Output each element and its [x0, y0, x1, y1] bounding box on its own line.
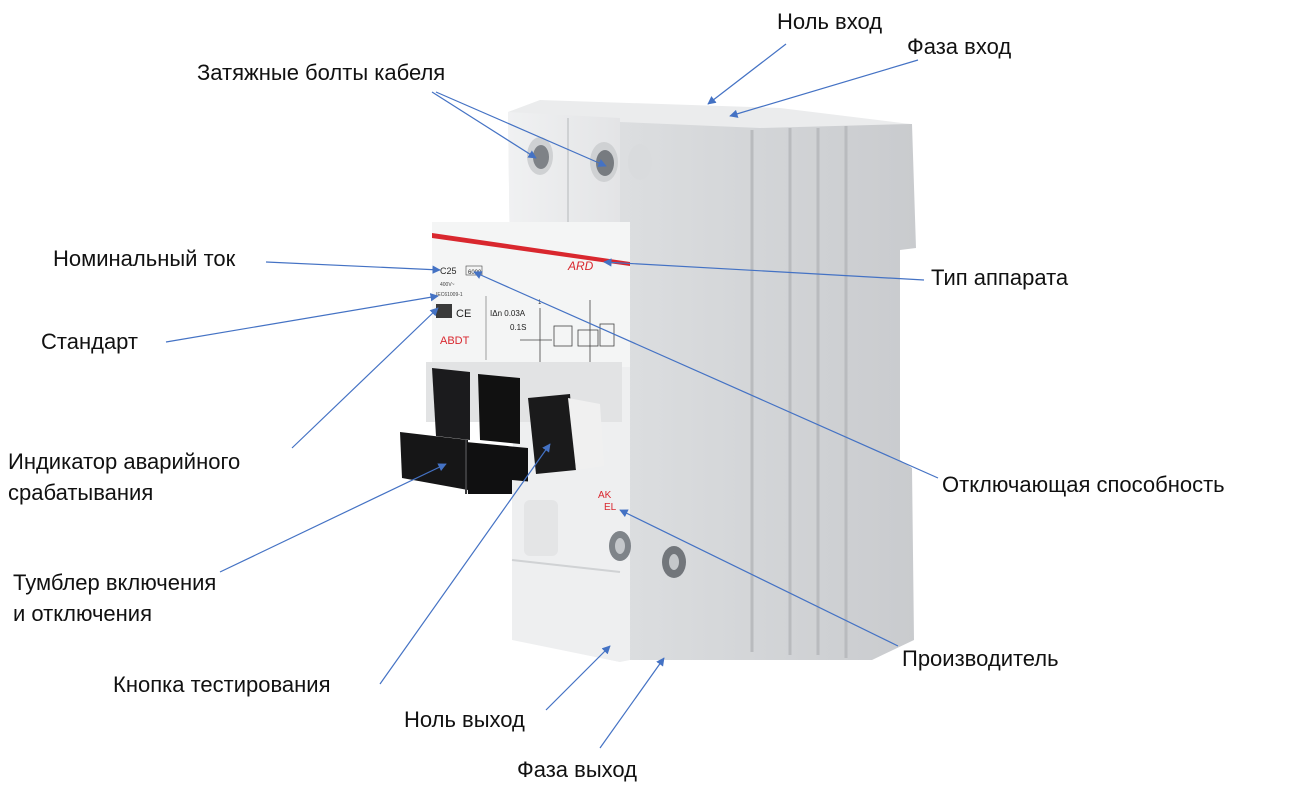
device-rating-text: C25: [440, 266, 457, 276]
label-nominal: Номинальный ток: [53, 246, 236, 271]
leader-nol-vhod: [707, 43, 787, 105]
leader-standart: [165, 293, 439, 343]
toggle-handle: [400, 368, 528, 494]
leader-proizvoditel: [619, 509, 899, 647]
leader-faza-vyhod: [599, 657, 665, 749]
maker-mark-line2: EL: [604, 502, 617, 513]
label-tumbler-line1: Тумблер включения: [13, 570, 217, 595]
rcbo-device: C25 6000 400V~ IEC61009-1 CE ABDT ARD IΔ…: [400, 100, 916, 662]
wiring-schematic: [520, 300, 615, 370]
leader-tip: [603, 258, 925, 281]
leader-knopka: [379, 443, 551, 685]
lower-bolt-left: [609, 531, 631, 561]
device-side-housing: [620, 120, 916, 660]
label-indikator: Индикатор аварийного срабатывания: [8, 446, 240, 508]
label-proizvoditel: Производитель: [902, 646, 1059, 671]
label-indikator-line2: срабатывания: [8, 480, 154, 505]
device-brand-text: ARD: [567, 259, 594, 273]
device-voltage-text: 400V~: [440, 282, 455, 288]
fault-indicator-window: [436, 304, 452, 318]
label-faza-vyhod: Фаза выход: [517, 757, 637, 782]
label-tip: Тип аппарата: [931, 265, 1069, 290]
leader-tumbler: [219, 463, 447, 573]
label-tumbler: Тумблер включения и отключения: [13, 567, 216, 629]
residual-current-text: IΔn 0.03A: [490, 309, 526, 318]
leader-indikator: [291, 307, 439, 449]
label-tumbler-line2: и отключения: [13, 601, 153, 626]
lower-bolt-right: [662, 546, 686, 578]
leader-nominal: [265, 261, 441, 274]
leader-bolty-right: [435, 91, 607, 167]
label-indikator-line1: Индикатор аварийного: [8, 449, 241, 474]
label-otkl-sposobnost: Отключающая способность: [942, 472, 1225, 497]
side-ribs: [750, 126, 848, 658]
label-knopka: Кнопка тестирования: [113, 672, 331, 697]
leader-bolty-left: [431, 91, 537, 159]
trip-time-text: 0.1S: [510, 323, 526, 332]
ce-mark: CE: [456, 308, 471, 320]
cable-bolt-left: [527, 137, 553, 175]
terminal-1-text: 1: [538, 300, 542, 306]
leader-faza-vhod: [729, 59, 919, 118]
label-nol-vyhod: Ноль выход: [404, 707, 525, 732]
cable-bolt-right: [590, 142, 618, 182]
leader-otkl: [473, 271, 939, 479]
leader-lines: [165, 43, 939, 749]
label-bolty: Затяжные болты кабеля: [197, 60, 446, 85]
test-button: [528, 394, 604, 474]
device-model-text: ABDT: [440, 335, 470, 347]
leader-nol-vyhod: [545, 645, 611, 711]
device-standard-text: IEC61009-1: [436, 292, 463, 298]
label-nol-vhod: Ноль вход: [777, 9, 883, 34]
label-standart: Стандарт: [41, 329, 139, 354]
red-accent-stripe: [432, 233, 630, 266]
maker-mark-line1: AK: [598, 490, 612, 501]
label-faza-vhod: Фаза вход: [907, 34, 1012, 59]
